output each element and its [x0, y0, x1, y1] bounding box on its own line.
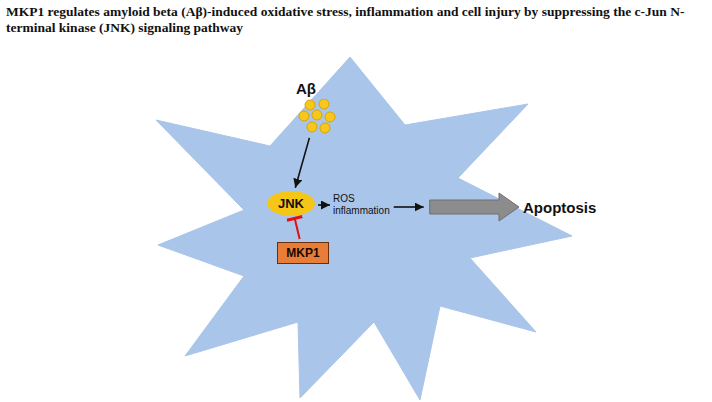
outcome-label: Apoptosis: [523, 199, 596, 216]
amyloid-dot: [320, 123, 330, 133]
connector-line: [295, 218, 300, 239]
amyloid-dot: [319, 99, 329, 109]
apoptosis-arrow: [394, 193, 519, 221]
block-arrow: [430, 193, 519, 221]
node-text: ROS inflammation: [333, 193, 390, 217]
inhibition-line: [295, 218, 300, 239]
amyloid-dot: [325, 112, 335, 122]
node-text: Aβ: [296, 80, 340, 97]
kinase-ellipse: JNK: [267, 191, 315, 216]
amyloid-dot: [312, 110, 322, 120]
amyloid-dot: [299, 111, 309, 121]
effect-text: ROS inflammation: [333, 193, 390, 217]
amyloid-dot: [307, 122, 317, 132]
activation-arrow: [318, 205, 330, 206]
connector-line: [295, 138, 309, 188]
phosphatase-box: MKP1: [277, 242, 328, 264]
node-text: MKP1: [286, 246, 319, 260]
amyloid-dot: [305, 100, 315, 110]
amyloid-dots: [296, 99, 340, 135]
figure-title: MKP1 regulates amyloid beta (Aβ)-induced…: [6, 4, 708, 36]
activation-arrow: [295, 138, 309, 188]
node-text: Apoptosis: [523, 199, 596, 216]
connector-line: [394, 206, 424, 208]
node-text: JNK: [278, 196, 304, 211]
connector-line: [318, 204, 330, 206]
cell-body: [156, 57, 572, 400]
stimulus-label: Aβ: [296, 80, 340, 135]
